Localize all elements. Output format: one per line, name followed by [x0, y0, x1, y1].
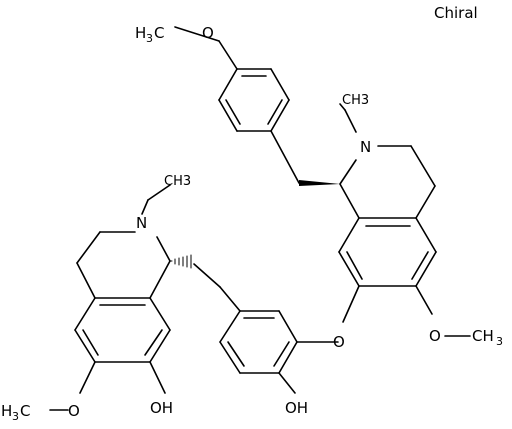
methoxy-left-label: H 3 C O: [1, 402, 80, 423]
n-methyl-right: CH3: [342, 93, 369, 108]
hash-bond-left: [170, 254, 192, 269]
hydroxyl-middle: OH: [285, 399, 308, 417]
nitrogen-right: N: [360, 138, 371, 156]
chiral-flag: Chiral: [434, 4, 478, 22]
wedge-bond-right: [299, 180, 340, 186]
svg-text:O: O: [429, 327, 441, 345]
methoxy-top-label: H 3 C O: [135, 24, 214, 45]
methoxy-right-label: O CH 3: [429, 327, 503, 348]
svg-text:H: H: [135, 24, 146, 42]
svg-text:O: O: [68, 402, 80, 420]
n-methyl-left: CH3: [164, 174, 191, 189]
hydroxyl-left: OH: [150, 399, 173, 417]
svg-text:O: O: [202, 24, 214, 42]
svg-text:CH: CH: [472, 327, 494, 345]
svg-text:3: 3: [496, 335, 503, 348]
svg-text:C: C: [154, 24, 164, 42]
nitrogen-left: N: [136, 214, 147, 232]
svg-text:H: H: [1, 402, 12, 420]
svg-text:3: 3: [12, 410, 19, 423]
skeleton-bonds: [49, 26, 471, 411]
svg-text:3: 3: [146, 32, 153, 45]
svg-text:C: C: [20, 402, 30, 420]
ether-oxygen: O: [333, 333, 345, 351]
